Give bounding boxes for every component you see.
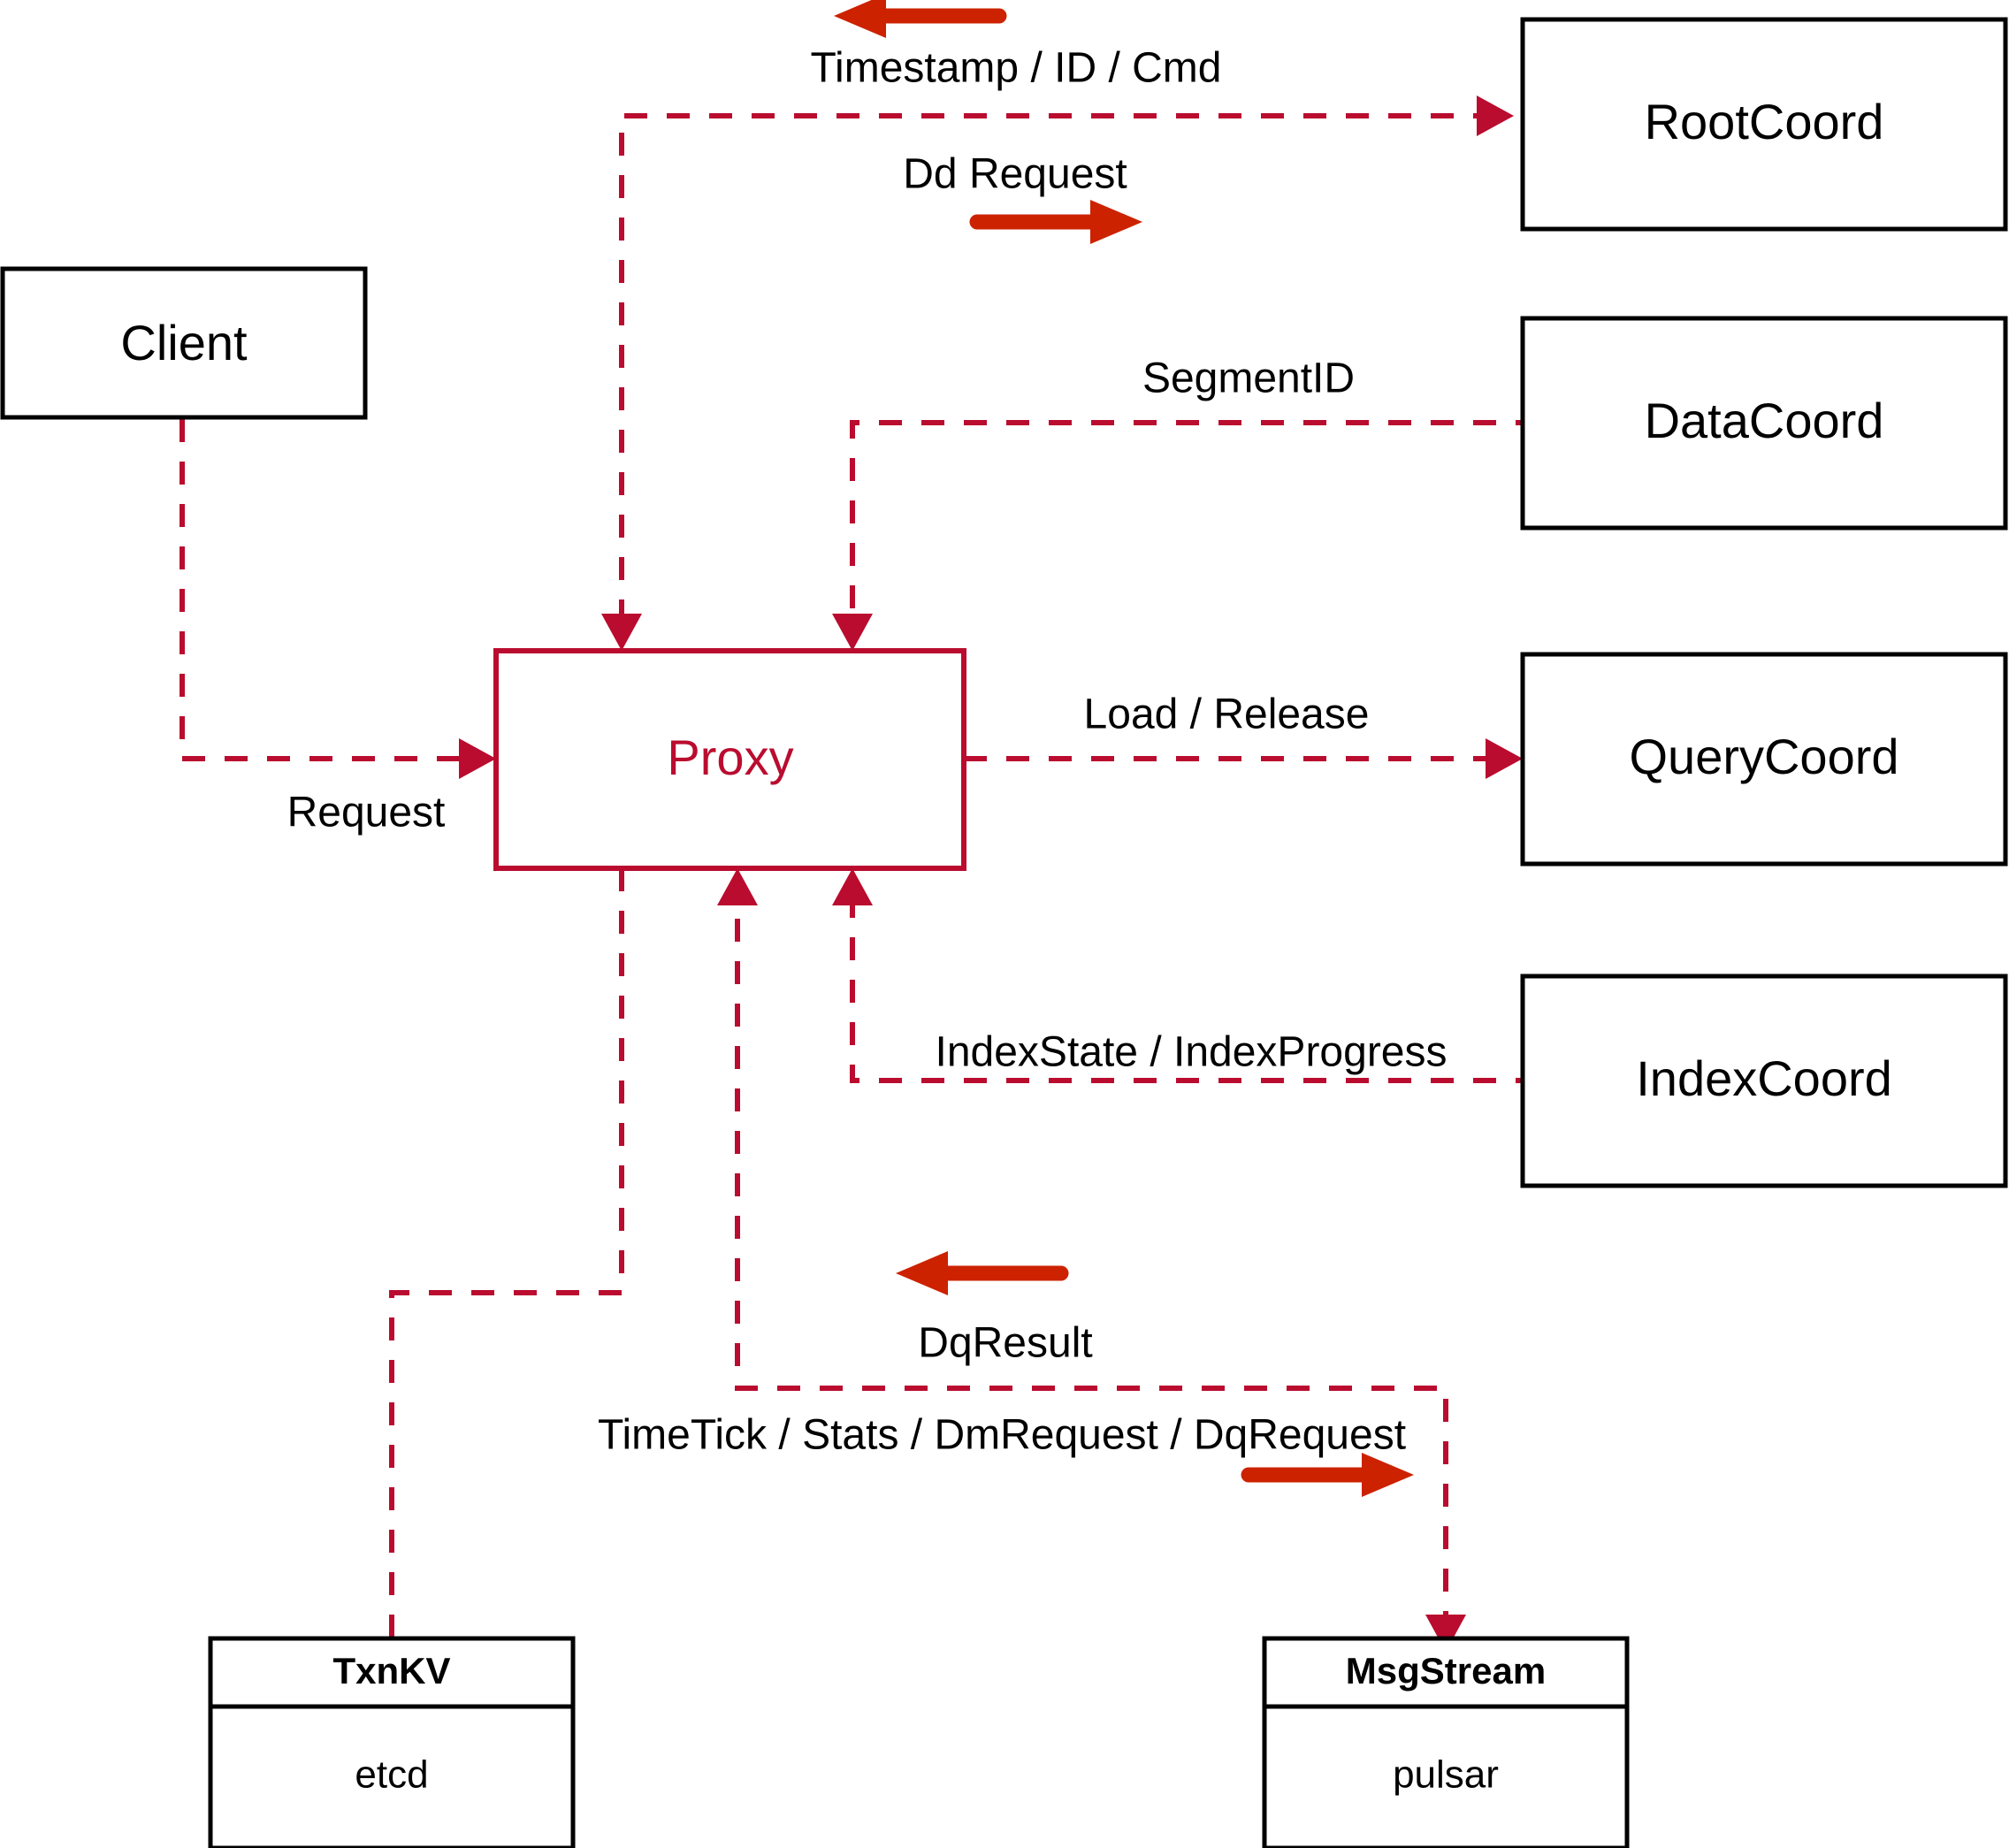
timestamp-direction-arrow (834, 0, 1007, 38)
timetick-direction-arrow (1241, 1453, 1414, 1497)
node-txnkv-impl: etcd (355, 1753, 428, 1797)
edge-label-dd-request: Dd Request (903, 151, 1127, 198)
node-txnkv[interactable] (208, 1636, 576, 1848)
flow-datacoord-to-proxy (850, 420, 1539, 633)
node-indexcoord[interactable] (1520, 974, 2008, 1188)
edge-label-dq-result: DqResult (918, 1320, 1092, 1367)
node-rootcoord-label: RootCoord (1645, 94, 1884, 149)
edge-label-timestamp-id-cmd: Timestamp / ID / Cmd (811, 45, 1222, 92)
arrowhead-rootcoord-to-proxy (601, 614, 642, 651)
arrowhead-proxy-to-rootcoord (1477, 95, 1514, 136)
arrowhead-indexcoord-to-proxy (832, 868, 873, 905)
node-querycoord[interactable] (1520, 652, 2008, 867)
arrowhead-proxy-to-msgstream (1425, 1615, 1466, 1652)
flow-client-to-proxy (180, 419, 477, 761)
node-msgstream-impl: pulsar (1393, 1753, 1499, 1797)
node-client[interactable] (0, 266, 368, 420)
arrowhead-client-to-proxy (459, 738, 496, 779)
node-rootcoord[interactable] (1520, 17, 2008, 232)
arrowhead-datacoord-to-proxy (832, 614, 873, 651)
node-datacoord[interactable] (1520, 316, 2008, 531)
edge-label-index-state-progress: IndexState / IndexProgress (936, 1029, 1448, 1076)
node-proxy[interactable] (493, 648, 966, 871)
edge-label-segment-id: SegmentID (1142, 355, 1355, 402)
flow-msgstream-to-proxy (735, 887, 1448, 1634)
node-proxy-label: Proxy (667, 729, 793, 785)
edge-label-timetick-stats: TimeTick / Stats / DmRequest / DqRequest (598, 1412, 1406, 1459)
node-txnkv-title: TxnKV (332, 1650, 450, 1691)
dd-request-direction-arrow (969, 200, 1142, 244)
dq-result-direction-arrow (896, 1251, 1069, 1295)
node-indexcoord-label: IndexCoord (1636, 1050, 1892, 1106)
flow-indexcoord-to-proxy (850, 887, 1539, 1083)
node-querycoord-label: QueryCoord (1629, 729, 1898, 784)
node-client-label: Client (120, 315, 248, 370)
arrowhead-msgstream-to-proxy (717, 868, 758, 905)
edge-label-load-release: Load / Release (1084, 691, 1370, 738)
node-datacoord-label: DataCoord (1645, 393, 1884, 448)
arrowhead-proxy-to-querycoord (1486, 738, 1523, 779)
flow-proxy-to-txnkv (389, 868, 624, 1638)
node-msgstream[interactable] (1262, 1636, 1630, 1848)
edge-label-request: Request (287, 790, 446, 836)
node-msgstream-title: MsgStream (1346, 1650, 1546, 1691)
